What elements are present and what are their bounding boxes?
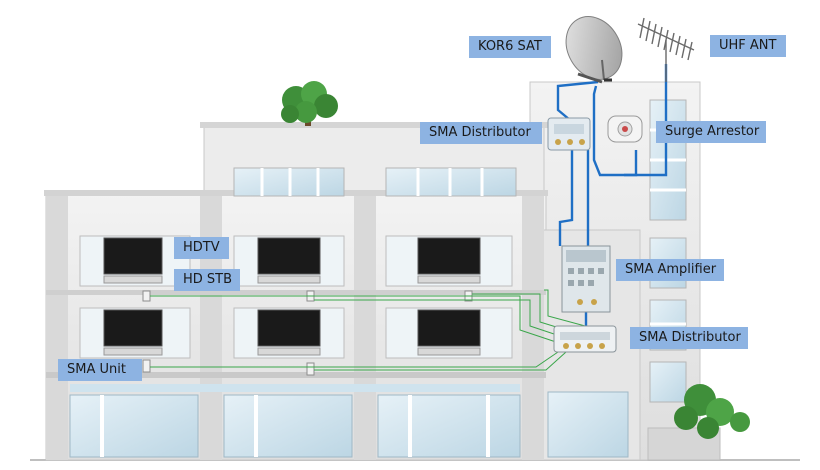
sma-distributor-top-device	[547, 117, 591, 151]
tree-icon	[674, 384, 750, 439]
label-kor6-sat: KOR6 SAT	[469, 36, 551, 58]
label-surge-arrestor: Surge Arrestor	[656, 121, 766, 143]
tv-icon	[103, 237, 481, 347]
label-sma-distributor-bottom: SMA Distributor	[630, 327, 748, 349]
label-uhf-ant: UHF ANT	[710, 35, 786, 57]
satellite-cables	[556, 64, 668, 328]
label-hdtv: HDTV	[174, 237, 229, 259]
label-sma-unit: SMA Unit	[58, 359, 142, 381]
set-top-box	[103, 275, 481, 356]
label-hd-stb: HD STB	[174, 269, 240, 291]
label-sma-distributor-top: SMA Distributor	[420, 122, 542, 144]
sma-distributor-bottom-device	[553, 325, 617, 353]
satellite-dish-icon	[565, 16, 623, 84]
uhf-antenna-icon	[637, 17, 695, 82]
surge-arrestor-device	[607, 115, 643, 143]
label-sma-amplifier: SMA Amplifier	[616, 259, 724, 281]
sma-amplifier-device	[561, 245, 611, 313]
coax-cables	[150, 289, 601, 371]
tree-icon	[281, 81, 338, 126]
